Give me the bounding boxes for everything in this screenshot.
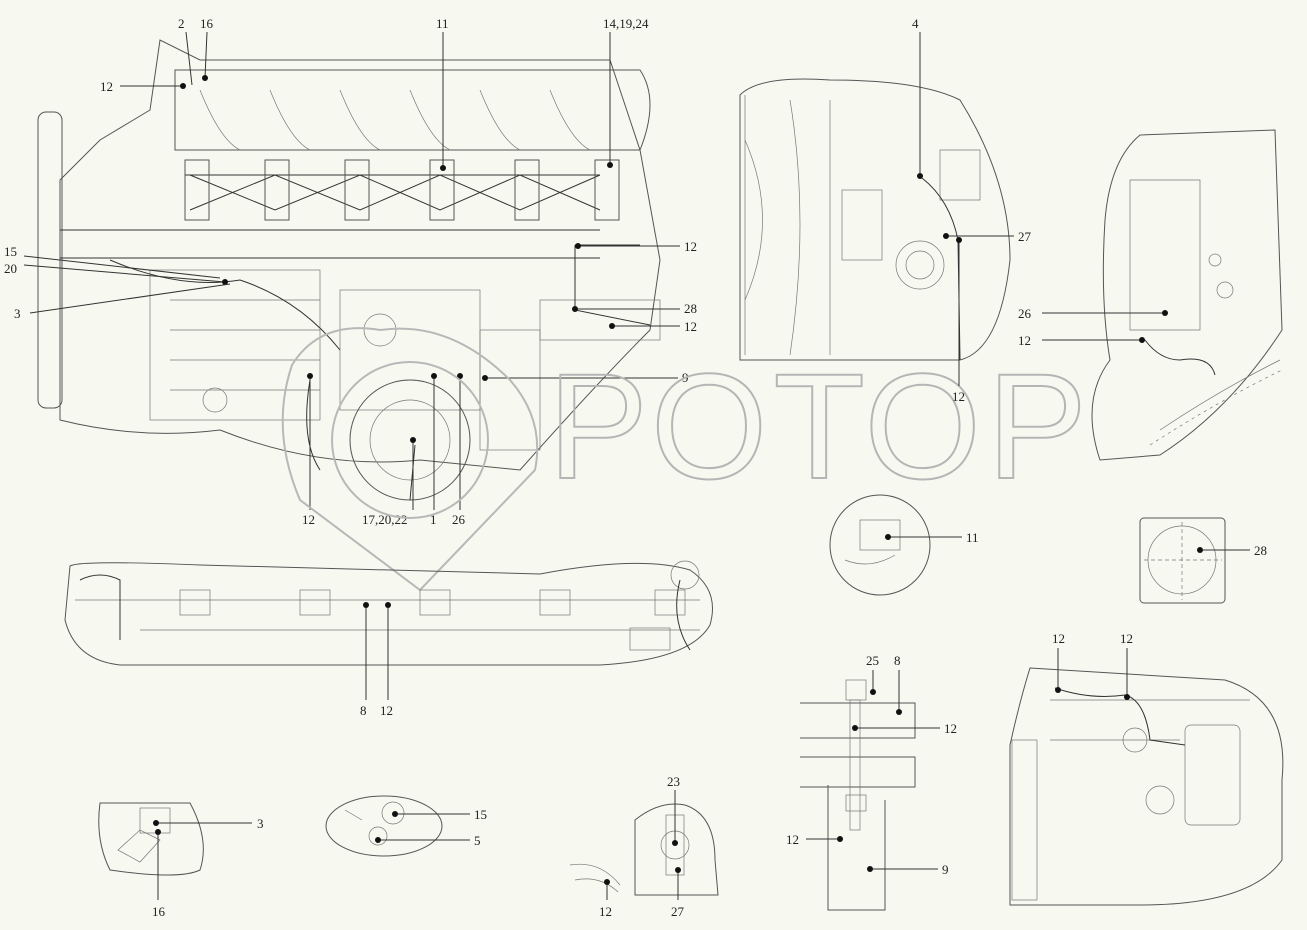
callout-23: 23 [667,774,680,789]
callout-12: 12 [952,389,965,404]
callout-5: 5 [474,833,481,848]
callout-12: 12 [684,239,697,254]
callout-11: 11 [436,16,449,31]
callout-14-19-24: 14,19,24 [603,16,649,31]
callout-12: 12 [1120,631,1133,646]
callout-12: 12 [1018,333,1031,348]
callout-12: 12 [944,721,957,736]
callout-16: 16 [200,16,214,31]
callout-3: 3 [14,306,21,321]
callout-1: 1 [430,512,437,527]
oval-sensor-detail: 15 5 [325,795,487,857]
callout-15: 15 [4,244,17,259]
front-view-detail: 4 27 12 [739,16,1032,404]
callout-15: 15 [474,807,487,822]
callout-26: 26 [1018,306,1032,321]
callout-4: 4 [912,16,919,31]
callout-12: 12 [380,703,393,718]
callout-20: 20 [4,261,17,276]
callout-17-20-22: 17,20,22 [362,512,408,527]
callout-9: 9 [682,370,689,385]
fuel-rail-view: 8 12 [64,560,713,718]
callout-12: 12 [684,319,697,334]
sensor-detail: 3 16 [98,802,264,919]
callout-12: 12 [302,512,315,527]
rotor-watermark: РОТОР [281,327,1093,592]
callout-11: 11 [966,530,979,545]
callout-3: 3 [257,816,264,831]
callout-26: 26 [452,512,466,527]
callout-12: 12 [599,904,612,919]
bracket-detail: 23 12 27 [569,774,719,919]
callout-8: 8 [894,653,901,668]
callout-8: 8 [360,703,367,718]
watermark-text: РОТОР [548,342,1093,510]
callout-16: 16 [152,904,166,919]
callout-27: 27 [1018,229,1032,244]
engine-side-view: 2 16 12 11 14,19,24 12 15 20 3 28 12 [4,16,697,527]
pipe-clamp-detail: 25 8 12 12 9 [786,653,957,911]
flywheel-side-detail: 26 12 [1018,129,1283,461]
callout-28: 28 [1254,543,1267,558]
callout-12: 12 [786,832,799,847]
callout-25: 25 [866,653,879,668]
callout-12: 12 [1052,631,1065,646]
plate-detail: 28 [1139,517,1267,604]
pump-detail: 12 12 [1009,631,1284,906]
callout-27: 27 [671,904,685,919]
callout-9: 9 [942,862,949,877]
callout-2: 2 [178,16,185,31]
callout-12: 12 [100,79,113,94]
callout-28: 28 [684,301,697,316]
injector-circle-detail: 11 [829,494,979,596]
